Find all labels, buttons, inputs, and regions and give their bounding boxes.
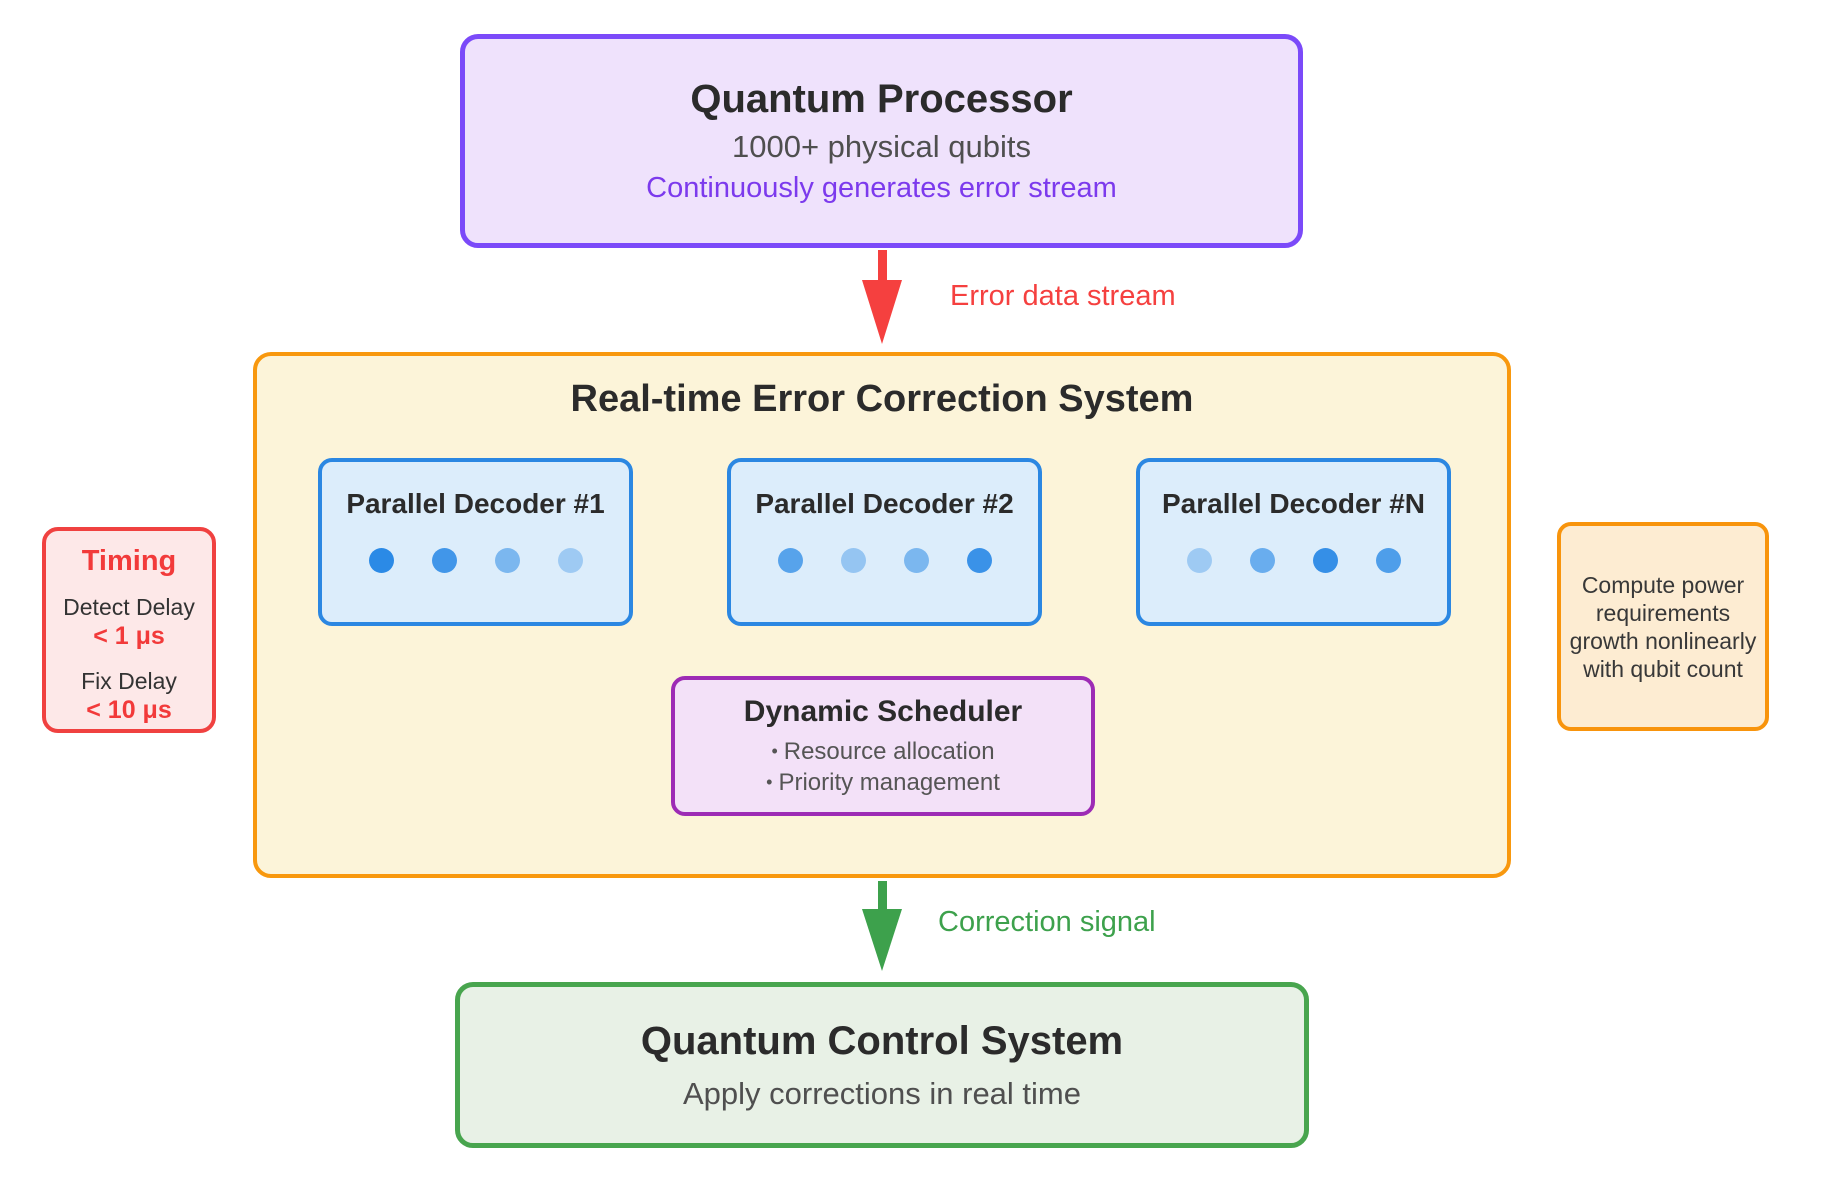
error-arrow-stem bbox=[878, 250, 887, 281]
activity-dot-icon bbox=[494, 548, 520, 573]
scheduler-item-label: Priority management bbox=[778, 769, 1000, 796]
quantum-processor-note: Continuously generates error stream bbox=[646, 172, 1117, 205]
correction-arrow-stem bbox=[878, 881, 887, 910]
parallel-decoder-n-title: Parallel Decoder #N bbox=[1161, 488, 1426, 519]
dynamic-scheduler-box: Dynamic Scheduler •Resource allocation •… bbox=[671, 676, 1095, 816]
activity-dot-icon bbox=[368, 548, 394, 573]
quantum-processor-title: Quantum Processor bbox=[690, 77, 1073, 121]
parallel-decoder-1-title: Parallel Decoder #1 bbox=[346, 488, 605, 519]
dynamic-scheduler-items: •Resource allocation •Priority managemen… bbox=[766, 736, 1000, 798]
activity-dot-icon bbox=[557, 548, 583, 573]
activity-dot-icon bbox=[903, 548, 929, 573]
quantum-control-system-title: Quantum Control System bbox=[640, 1018, 1124, 1063]
activity-dot-icon bbox=[777, 548, 803, 573]
parallel-decoder-n-box: Parallel Decoder #N bbox=[1136, 458, 1451, 626]
error-data-stream-label: Error data stream bbox=[950, 280, 1176, 312]
activity-dot-icon bbox=[431, 548, 457, 573]
scheduler-item-label: Resource allocation bbox=[783, 738, 995, 765]
quantum-processor-box: Quantum Processor 1000+ physical qubits … bbox=[460, 34, 1303, 248]
timing-title: Timing bbox=[81, 545, 177, 577]
parallel-decoder-2-box: Parallel Decoder #2 bbox=[727, 458, 1042, 626]
activity-dot-icon bbox=[1312, 548, 1338, 573]
error-correction-system-title: Real-time Error Correction System bbox=[570, 378, 1194, 420]
decoder-2-activity-dots bbox=[777, 548, 992, 573]
down-arrow-icon bbox=[862, 280, 902, 344]
activity-dot-icon bbox=[966, 548, 992, 573]
fix-delay-label: Fix Delay bbox=[81, 668, 177, 694]
decoder-1-activity-dots bbox=[368, 548, 583, 573]
parallel-decoder-1-box: Parallel Decoder #1 bbox=[318, 458, 633, 626]
scheduler-item: •Priority management bbox=[766, 767, 1000, 798]
bullet-icon: • bbox=[766, 772, 773, 792]
activity-dot-icon bbox=[1249, 548, 1275, 573]
timing-note-box: Timing Detect Delay < 1 μs Fix Delay < 1… bbox=[42, 527, 216, 733]
detect-delay-value: < 1 μs bbox=[93, 622, 165, 650]
down-arrow-icon bbox=[862, 909, 902, 971]
activity-dot-icon bbox=[1375, 548, 1401, 573]
dynamic-scheduler-title: Dynamic Scheduler bbox=[743, 695, 1023, 728]
quantum-control-system-subtitle: Apply corrections in real time bbox=[683, 1075, 1081, 1111]
compute-power-note-box: Compute power requirements growth nonlin… bbox=[1557, 522, 1769, 731]
compute-power-note-text: Compute power requirements growth nonlin… bbox=[1569, 571, 1757, 682]
activity-dot-icon bbox=[1186, 548, 1212, 573]
quantum-processor-subtitle: 1000+ physical qubits bbox=[731, 129, 1031, 164]
detect-delay-label: Detect Delay bbox=[63, 594, 195, 620]
quantum-control-system-box: Quantum Control System Apply corrections… bbox=[455, 982, 1309, 1148]
activity-dot-icon bbox=[840, 548, 866, 573]
fix-delay-value: < 10 μs bbox=[86, 696, 172, 724]
bullet-icon: • bbox=[771, 741, 778, 761]
parallel-decoder-2-title: Parallel Decoder #2 bbox=[755, 488, 1014, 519]
correction-signal-label: Correction signal bbox=[938, 906, 1156, 938]
scheduler-item: •Resource allocation bbox=[766, 736, 1000, 767]
decoder-n-activity-dots bbox=[1186, 548, 1401, 573]
